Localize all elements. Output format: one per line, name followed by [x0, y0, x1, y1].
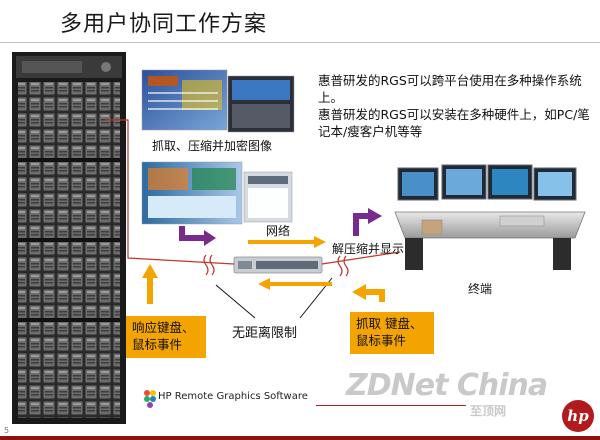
- network-switch: [233, 256, 323, 274]
- line-rack-to-switch: [105, 119, 235, 265]
- label-network: 网络: [266, 224, 291, 238]
- label-no-distance-limit: 无距离限制: [232, 326, 298, 341]
- wave-right-1: [337, 255, 343, 277]
- capture-box-line-2: 鼠标事件: [356, 333, 407, 348]
- decompressed-screenshots: [141, 161, 293, 225]
- respond-box-line-2: 鼠标事件: [132, 337, 183, 352]
- capture-box-line-1: 抓取 键盘、: [356, 316, 423, 331]
- wave-right-2: [343, 255, 349, 277]
- server-rack: [12, 52, 126, 424]
- rgs-underline: [316, 405, 466, 406]
- rgs-logo-icon: [144, 390, 156, 408]
- zdnet-watermark-sub: 至顶网: [470, 404, 507, 418]
- wave-left-1: [203, 254, 209, 276]
- label-terminal: 终端: [468, 282, 493, 296]
- workstation-terminal: [394, 164, 586, 270]
- capture-events-box: 抓取 键盘、 鼠标事件: [350, 312, 434, 354]
- line-switch-to-terminal: [321, 251, 401, 265]
- footer-bar: [0, 436, 600, 440]
- wave-left-2: [209, 254, 215, 276]
- label-capture-compress: 抓取、压缩并加密图像: [152, 139, 273, 153]
- purple-arrows: [179, 208, 382, 246]
- description-text: 惠普研发的RGS可以跨平台使用在多种操作系统上。 惠普研发的RGS可以安装在多种…: [318, 72, 593, 140]
- network-lines: [105, 119, 401, 277]
- rgs-product-name: HP Remote Graphics Software: [158, 391, 308, 402]
- respond-events-box: 响应键盘、 鼠标事件: [126, 316, 206, 358]
- page-number: 5: [4, 426, 10, 435]
- slide-title: 多用户协同工作方案: [60, 12, 268, 37]
- zdnet-watermark: ZDNet China: [346, 368, 548, 403]
- label-decompress-display: 解压缩并显示: [332, 242, 405, 256]
- respond-box-line-1: 响应键盘、: [132, 320, 195, 335]
- capture-screenshots: [141, 69, 295, 133]
- orange-arrows: [142, 236, 385, 304]
- title-divider: [0, 42, 600, 43]
- hp-logo: hp: [562, 400, 594, 432]
- description-line-1: 惠普研发的RGS可以跨平台使用在多种操作系统上。: [318, 73, 582, 105]
- description-line-2: 惠普研发的RGS可以安装在多种硬件上，如PC/笔记本/瘦客户机等等: [318, 107, 590, 139]
